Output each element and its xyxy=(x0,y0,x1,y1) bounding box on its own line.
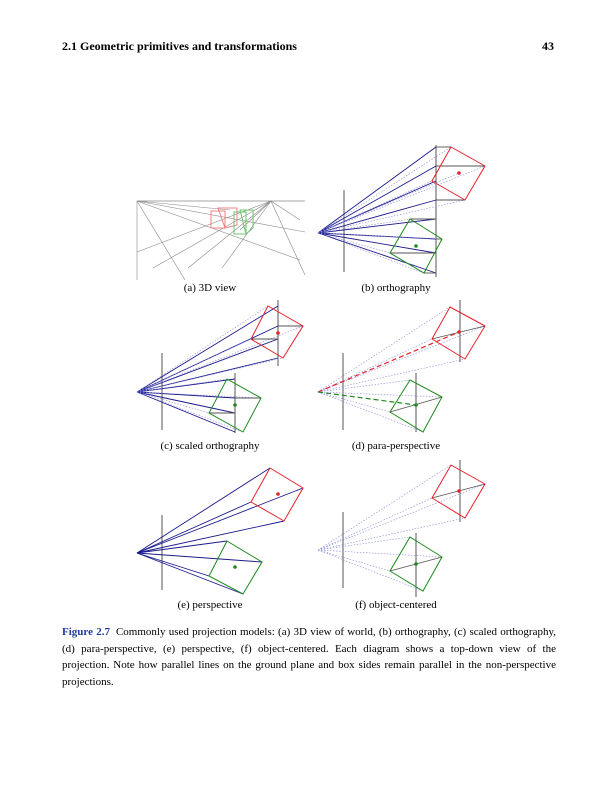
caption-d: (d) para-perspective xyxy=(351,440,441,452)
green-box-back xyxy=(239,209,254,235)
caption-a: (a) 3D view xyxy=(183,282,237,294)
projection-ray xyxy=(136,540,228,554)
ground-line xyxy=(270,200,306,276)
projection-ray xyxy=(317,232,437,254)
red-object xyxy=(250,305,304,359)
projection-ray xyxy=(317,517,466,551)
red-object xyxy=(250,467,304,522)
projection-ray xyxy=(136,391,236,414)
projection-ray xyxy=(136,501,252,554)
projection-ray-dotted xyxy=(136,391,244,433)
projection-ray xyxy=(317,391,424,433)
green-object xyxy=(208,540,263,595)
projection-ray-dotted xyxy=(136,378,228,393)
projection-ray-dotted xyxy=(136,391,262,399)
green-center-dot xyxy=(233,565,237,569)
ground-line xyxy=(187,200,272,269)
projection-ray xyxy=(136,552,263,563)
projection-ray xyxy=(136,325,279,393)
projection-ray xyxy=(136,552,244,595)
projection-ray-dotted xyxy=(317,232,443,240)
projection-ray xyxy=(317,391,443,398)
projection-ray-dotted xyxy=(136,357,284,393)
projection-ray-dotted xyxy=(317,146,452,234)
projection-ray xyxy=(136,305,279,393)
ground-line xyxy=(136,200,231,211)
projection-ray xyxy=(317,549,391,572)
projection-ray xyxy=(317,232,437,274)
projection-ray xyxy=(136,467,271,554)
projection-ray-dotted xyxy=(136,305,269,393)
projection-ray xyxy=(136,487,304,554)
projection-ray xyxy=(317,549,443,558)
projection-ray xyxy=(136,391,236,433)
red-object xyxy=(431,306,486,360)
projection-ray-dotted xyxy=(317,232,425,274)
red-box-back xyxy=(217,207,238,229)
caption-e: (e) perspective xyxy=(177,599,243,611)
red-object xyxy=(431,464,486,519)
caption-f: (f) object-centered xyxy=(355,599,437,611)
projection-ray xyxy=(317,165,437,234)
green-center-dot xyxy=(414,562,418,566)
projection-ray xyxy=(317,146,437,234)
ground-line xyxy=(136,200,272,253)
projection-ray xyxy=(136,520,285,554)
caption-b: (b) orthography xyxy=(361,282,431,294)
projection-ray xyxy=(136,552,210,577)
ground-line xyxy=(239,200,272,231)
projection-ray xyxy=(317,536,411,551)
projection-ray xyxy=(136,338,279,393)
red-center-dot xyxy=(276,492,280,496)
projection-ray xyxy=(317,232,437,240)
projection-ray xyxy=(317,379,411,393)
projection-ray xyxy=(317,464,452,551)
red-center-dot xyxy=(457,489,461,493)
projection-ray xyxy=(317,306,451,393)
green-object xyxy=(389,379,443,433)
ground-line xyxy=(270,200,301,221)
green-center-dot xyxy=(414,244,418,248)
projection-ray-dotted xyxy=(317,199,466,234)
projection-ray-dotted xyxy=(317,180,433,234)
projection-ray xyxy=(317,391,391,413)
projection-ray-dotted xyxy=(317,218,411,234)
green-center-dot xyxy=(233,403,237,407)
green-object xyxy=(208,378,262,433)
para-perspective-ray xyxy=(317,331,460,393)
projection-ray xyxy=(317,358,466,393)
figure-caption-text: Commonly used projection models: (a) 3D … xyxy=(62,626,557,688)
red-center-dot xyxy=(276,331,280,335)
running-header: 2.1 Geometric primitives and transformat… xyxy=(62,39,297,53)
page-number: 43 xyxy=(542,39,554,53)
para-perspective-ray xyxy=(317,391,417,406)
red-center-dot xyxy=(457,171,461,175)
projection-ray-dotted xyxy=(317,232,391,254)
projection-ray xyxy=(317,199,437,234)
caption-c: (c) scaled orthography xyxy=(160,440,260,452)
projection-ray xyxy=(317,218,437,234)
green-object xyxy=(389,536,443,592)
red-object xyxy=(431,146,486,201)
projection-ray xyxy=(317,338,433,393)
projection-ray-dotted xyxy=(136,391,210,414)
green-object xyxy=(389,218,443,274)
projection-ray xyxy=(317,549,424,592)
figure-label: Figure 2.7 xyxy=(62,626,110,638)
ground-line xyxy=(136,200,186,281)
ground-line xyxy=(152,200,272,269)
